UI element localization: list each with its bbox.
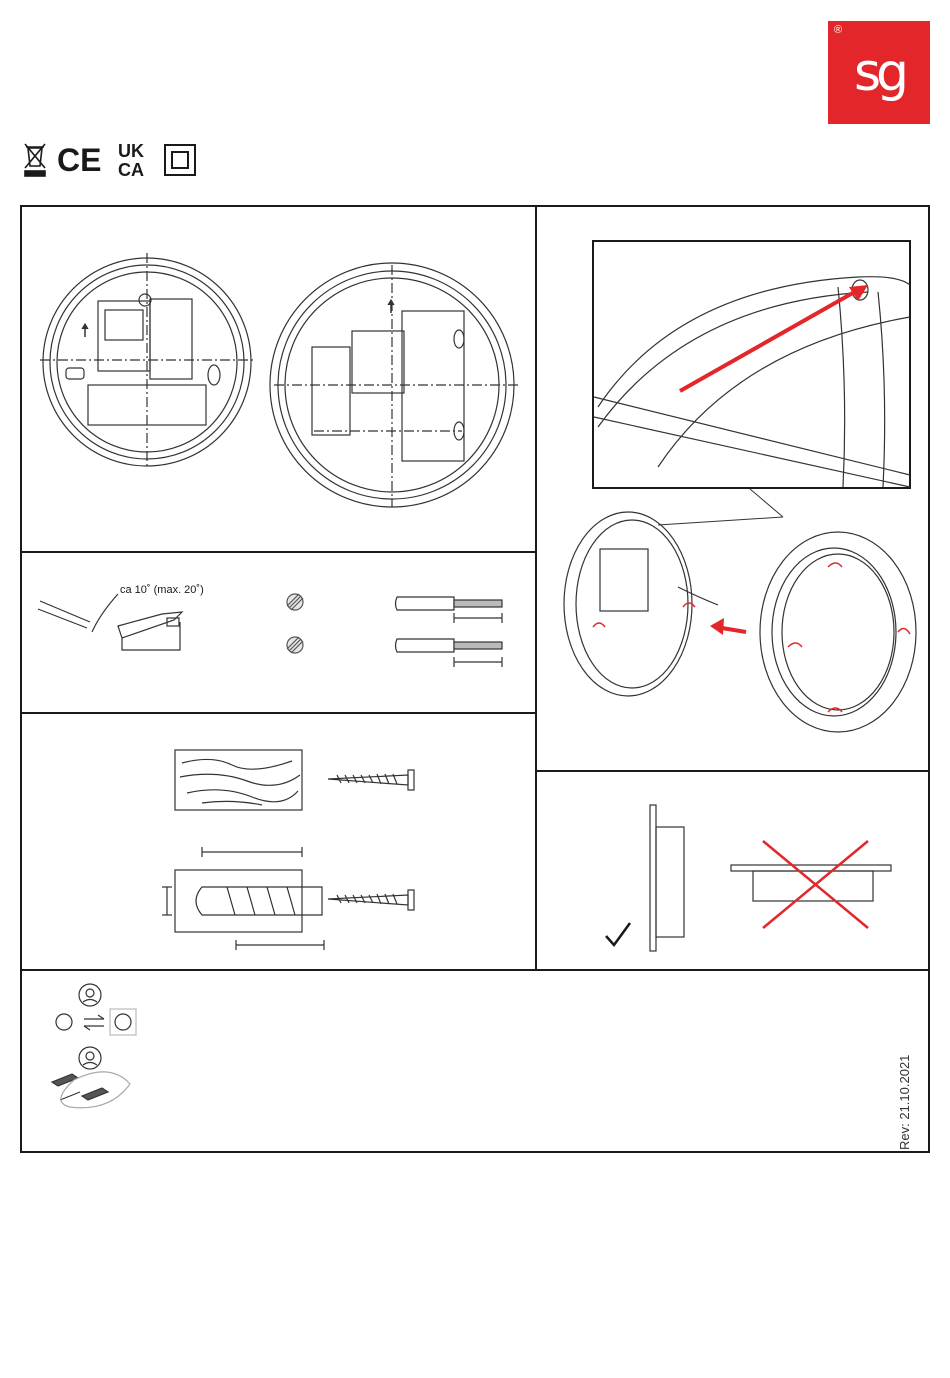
conductor-section-2 (287, 637, 303, 653)
orientation-diagram (538, 773, 928, 969)
fixing-diagram (22, 715, 535, 969)
base-plate-small (40, 253, 254, 469)
revision-date: Rev: 21.10.2021 (897, 1050, 911, 1150)
led-service-icons (40, 982, 150, 1132)
driver-replacement-icon (52, 1072, 130, 1108)
wall-plug-section (162, 847, 324, 950)
stripped-wire-2 (396, 639, 503, 667)
wire-stripping-diagram: ca 10˚ (max. 20˚) (22, 554, 535, 711)
detail-arrow (680, 290, 858, 391)
led-module-icon (56, 1009, 136, 1035)
plug-screw (328, 890, 414, 910)
cover-ring (760, 532, 916, 732)
technician-icon (79, 984, 101, 1006)
cover-assembly-diagram (538, 207, 928, 770)
rotation-markers (593, 563, 910, 712)
ceiling-mount (731, 865, 891, 901)
detail-zoom-frame (593, 241, 910, 488)
wood-screw (328, 770, 414, 790)
angle-label: ca 10˚ (max. 20˚) (120, 584, 204, 596)
fixture-base (564, 512, 718, 696)
check-icon (606, 923, 630, 945)
mounting-base-diagram (22, 207, 535, 551)
base-plate-large (270, 263, 518, 507)
detail-ring (594, 277, 910, 487)
wood-block (175, 750, 302, 810)
stripped-wire-1 (396, 597, 503, 623)
cross-icon (763, 841, 868, 928)
technician-icon-2 (79, 1047, 101, 1069)
wall-mount-ok (650, 805, 684, 951)
conductor-section-1 (287, 594, 303, 610)
